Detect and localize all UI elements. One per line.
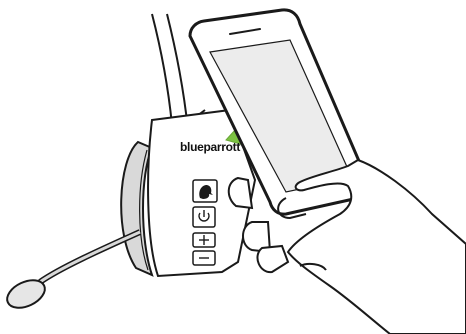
control-panel bbox=[193, 180, 217, 265]
boom-microphone bbox=[3, 232, 140, 313]
ear-cushion bbox=[121, 142, 152, 275]
brand-logo-text: blueparrott bbox=[180, 140, 240, 154]
hand-palm bbox=[278, 160, 466, 334]
